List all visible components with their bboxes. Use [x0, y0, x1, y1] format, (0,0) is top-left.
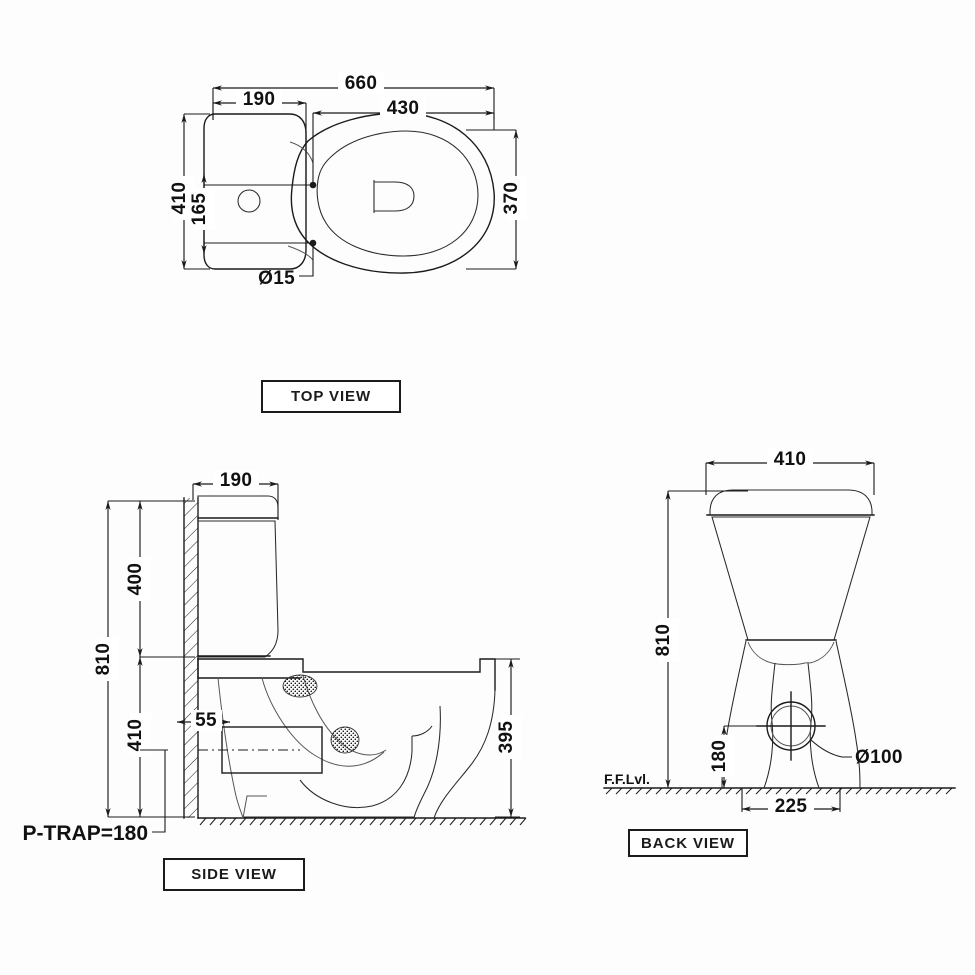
top-bowl-inner-rim — [316, 130, 479, 257]
back-shoulder-left — [747, 641, 773, 664]
side-dim-810-bg — [98, 637, 119, 681]
side-spot-lower — [330, 726, 360, 754]
side-dim-810-text: 810 — [93, 643, 114, 676]
top-view-label-box — [261, 380, 401, 413]
top-view-label-text: TOP VIEW — [291, 388, 371, 405]
back-cistern-lid — [709, 489, 873, 516]
side-trap-right — [411, 725, 433, 737]
side-wall-hatch — [184, 498, 198, 818]
side-ptrap-text: P-TRAP=180 — [23, 822, 148, 845]
top-dim-190-text: 190 — [243, 89, 276, 110]
side-dim-400-bg — [130, 557, 151, 601]
top-dim-370-bg — [506, 176, 527, 220]
side-bowl-inner-curve-1 — [217, 677, 244, 819]
back-view-label-text: BACK VIEW — [641, 835, 735, 852]
side-cistern-lid — [197, 495, 279, 519]
back-dim-225-text: 225 — [775, 796, 808, 817]
side-dim-190-text: 190 — [220, 470, 253, 491]
side-dim-410-bg — [130, 713, 151, 757]
top-bowl-outer-outline — [290, 112, 495, 274]
top-dim-165-text: 165 — [189, 193, 210, 226]
side-bowl-inner-curve-2 — [261, 677, 385, 767]
side-spot-upper — [282, 674, 318, 698]
back-dim-180-bg — [714, 735, 735, 777]
back-neck — [771, 662, 811, 666]
side-bowl-outer-profile — [433, 689, 496, 819]
side-view-label-text: SIDE VIEW — [191, 866, 277, 883]
back-pedestal-inner-left — [763, 662, 776, 789]
top-cistern-outline — [203, 113, 307, 270]
top-dim-410-text: 410 — [169, 182, 190, 215]
side-dim-190-bg — [213, 470, 259, 491]
back-fflvl-text: F.F.Lvl. — [604, 771, 650, 787]
side-dim-55-text: 55 — [195, 710, 217, 731]
back-dia100-text: Ø100 — [855, 747, 903, 768]
side-trap-curve — [299, 736, 413, 809]
side-base-left-skirt — [242, 795, 267, 819]
back-dim-410-bg — [767, 449, 813, 470]
top-dim-430-bg — [380, 98, 426, 119]
side-dim-55-bg — [191, 710, 222, 731]
top-dia15-leader — [299, 245, 314, 277]
back-cistern-body — [711, 516, 871, 641]
top-connector-upper — [289, 141, 314, 164]
side-view-group: 190 810 400 410 55 395 P-TRAP=180 — [23, 470, 527, 891]
top-dia15-text: Ø15 — [258, 268, 295, 289]
side-dim-395-bg — [501, 715, 522, 759]
back-dim-810-text: 810 — [653, 624, 674, 657]
side-bowl-pedestal-right — [413, 705, 441, 819]
top-dim-660-text: 660 — [345, 73, 378, 94]
back-dia100-leader — [810, 739, 852, 758]
side-dim-395-text: 395 — [496, 721, 517, 754]
back-shoulder-right — [809, 641, 835, 664]
back-floor-hatch — [605, 787, 953, 795]
top-dim-370-text: 370 — [501, 182, 522, 215]
top-connector-lower — [287, 245, 314, 261]
back-pedestal-right — [835, 640, 861, 789]
side-dim-410-text: 410 — [125, 719, 146, 752]
top-dim-165-bg — [194, 188, 215, 230]
top-dim-660-bg — [338, 73, 384, 94]
side-floor-hatch — [199, 817, 527, 826]
top-flush-hole — [237, 189, 261, 213]
top-bowl-opening — [373, 181, 415, 212]
top-view-group: 660 190 430 410 165 370 Ø — [169, 73, 527, 413]
top-dim-190-bg — [236, 89, 282, 110]
back-view-group: 410 810 180 225 Ø100 F.F.Lvl. BACK VIEW — [603, 449, 956, 857]
side-dim-400-text: 400 — [125, 563, 146, 596]
back-view-label-box — [628, 829, 748, 857]
back-dim-810-bg — [658, 618, 679, 662]
back-dim-410-text: 410 — [774, 449, 807, 470]
side-cistern-body — [198, 520, 279, 658]
back-dim-180-text: 180 — [709, 740, 730, 773]
top-dim-410-bg — [174, 176, 195, 220]
side-bowl-rim-top — [197, 658, 496, 691]
side-ptrap-leader — [152, 750, 166, 833]
side-view-label-box — [163, 858, 305, 891]
back-dim-225-bg — [768, 796, 814, 817]
top-dim-430-text: 430 — [387, 98, 420, 119]
